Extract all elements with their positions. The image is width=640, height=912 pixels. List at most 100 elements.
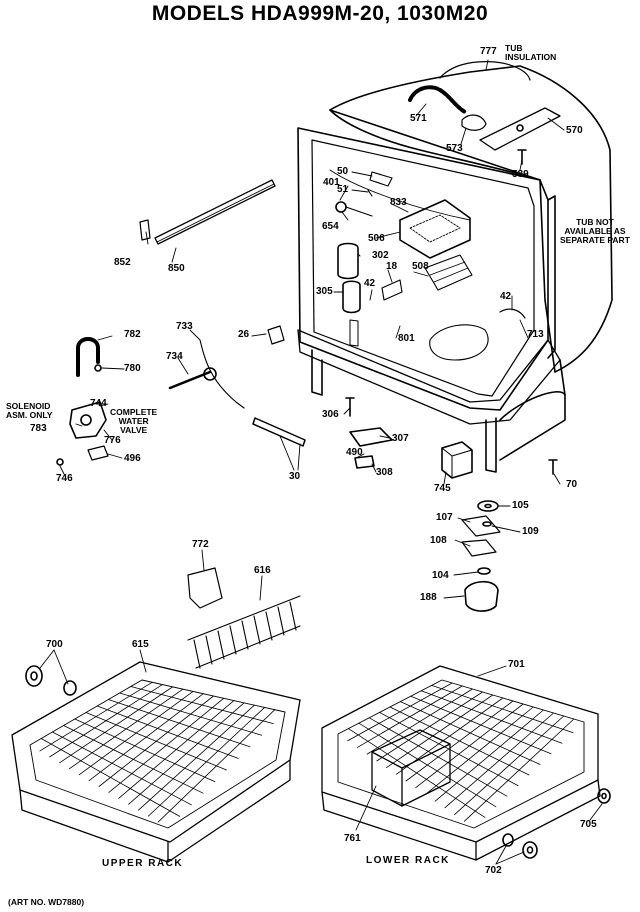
part-label-705: 705 bbox=[580, 819, 597, 830]
part-label-51: 51 bbox=[337, 184, 349, 195]
rack-wire bbox=[454, 715, 565, 815]
gasket-strip bbox=[154, 179, 276, 245]
rack-wire bbox=[49, 684, 163, 758]
part-label-302: 302 bbox=[372, 250, 389, 261]
rack-wire bbox=[347, 682, 453, 742]
caption-upper-rack: UPPER RACK bbox=[102, 858, 184, 869]
part-label-490: 490 bbox=[346, 447, 363, 458]
left-parts bbox=[56, 325, 306, 466]
part-label-701: 701 bbox=[508, 659, 525, 670]
rack-wire bbox=[357, 685, 463, 748]
upper-rack-wires bbox=[39, 681, 276, 823]
part-label-589: 589 bbox=[512, 169, 529, 180]
clip-852 bbox=[139, 219, 151, 241]
rollers-700 bbox=[25, 665, 77, 696]
note-tub-insulation: TUB INSULATION bbox=[505, 44, 556, 62]
caption-lower-rack: LOWER RACK bbox=[366, 855, 450, 866]
part-label-702: 702 bbox=[485, 865, 502, 876]
part-label-761: 761 bbox=[344, 833, 361, 844]
part-label-496: 496 bbox=[124, 453, 141, 464]
part-label-26: 26 bbox=[238, 329, 250, 340]
note-line: SOLENOID bbox=[6, 401, 51, 411]
part-label-616: 616 bbox=[254, 565, 271, 576]
part-label-188: 188 bbox=[420, 592, 437, 603]
part-label-654: 654 bbox=[322, 221, 339, 232]
part-label-50: 50 bbox=[337, 166, 349, 177]
part-label-573: 573 bbox=[446, 143, 463, 154]
part-label-783: 783 bbox=[30, 423, 47, 434]
part-label-308: 308 bbox=[376, 467, 393, 478]
part-label-104: 104 bbox=[432, 570, 449, 581]
part-label-506: 506 bbox=[368, 233, 385, 244]
note-line: INSULATION bbox=[505, 52, 557, 62]
part-label-777: 777 bbox=[480, 46, 497, 57]
wheels bbox=[502, 788, 611, 859]
rack-wire bbox=[157, 709, 276, 823]
note-tub-not-available: TUB NOT AVAILABLE AS SEPARATE PART bbox=[560, 218, 630, 245]
part-label-700: 700 bbox=[46, 639, 63, 650]
part-label-615: 615 bbox=[132, 639, 149, 650]
part-label-801: 801 bbox=[398, 333, 415, 344]
rack-wire bbox=[463, 718, 575, 822]
part-label-772: 772 bbox=[192, 539, 209, 550]
rack-wire bbox=[405, 700, 514, 782]
comb-616 bbox=[187, 595, 301, 669]
part-label-306: 306 bbox=[322, 409, 339, 420]
part-label-109: 109 bbox=[522, 526, 539, 537]
rack-wire bbox=[108, 697, 225, 793]
rack-wire bbox=[118, 700, 235, 799]
leader-lines bbox=[39, 59, 603, 865]
note-line: AVAILABLE AS bbox=[564, 226, 626, 236]
part-label-508: 508 bbox=[412, 261, 429, 272]
rack-wire bbox=[59, 686, 174, 764]
upper-rack bbox=[11, 661, 301, 863]
part-label-782: 782 bbox=[124, 329, 141, 340]
note-line: COMPLETE bbox=[110, 407, 158, 417]
rack-wire bbox=[39, 681, 153, 752]
part-label-70: 70 bbox=[566, 479, 578, 490]
rack-wire bbox=[78, 691, 194, 776]
part-label-833: 833 bbox=[390, 197, 407, 208]
part-label-18: 18 bbox=[386, 261, 398, 272]
part-label-107: 107 bbox=[436, 512, 453, 523]
part-label-780: 780 bbox=[124, 363, 141, 374]
part-label-307: 307 bbox=[392, 433, 409, 444]
note-solenoid-assembly: SOLENOID ASM. ONLY bbox=[6, 402, 52, 420]
rack-wire bbox=[434, 709, 544, 802]
rack-wire bbox=[138, 704, 255, 811]
part-label-850: 850 bbox=[168, 263, 185, 274]
note-line: WATER bbox=[118, 416, 149, 426]
part-label-733: 733 bbox=[176, 321, 193, 332]
part-label-745: 745 bbox=[434, 483, 451, 494]
part-label-30: 30 bbox=[289, 471, 301, 482]
part-label-305: 305 bbox=[316, 286, 333, 297]
hardware-stack bbox=[461, 500, 501, 612]
rack-wire bbox=[147, 707, 265, 817]
part-label-105: 105 bbox=[512, 500, 529, 511]
part-label-42: 42 bbox=[364, 278, 376, 289]
part-label-746: 746 bbox=[56, 473, 73, 484]
rack-wire bbox=[98, 695, 214, 787]
part-label-570: 570 bbox=[566, 125, 583, 136]
rack-wire bbox=[69, 688, 184, 770]
note-line: SEPARATE PART bbox=[560, 235, 630, 245]
rack-wire bbox=[386, 694, 494, 768]
rack-wire bbox=[395, 697, 504, 775]
part-label-744: 744 bbox=[90, 398, 107, 409]
page-title: MODELS HDA999M-20, 1030M20 bbox=[151, 2, 489, 25]
part-label-776: 776 bbox=[104, 435, 121, 446]
rack-wire bbox=[376, 691, 483, 762]
note-line: VALVE bbox=[120, 425, 148, 435]
art-number: (ART NO. WD7880) bbox=[8, 897, 85, 907]
note-complete-water-valve: COMPLETE WATER VALVE bbox=[110, 408, 157, 435]
rack-wire bbox=[88, 693, 204, 781]
note-line: TUB bbox=[505, 43, 523, 53]
rack-wire bbox=[444, 712, 554, 809]
note-line: ASM. ONLY bbox=[6, 410, 53, 420]
rack-wire bbox=[128, 702, 245, 805]
note-line: TUB NOT bbox=[576, 217, 614, 227]
part-label-108: 108 bbox=[430, 535, 447, 546]
part-label-734: 734 bbox=[166, 351, 183, 362]
rack-wire bbox=[425, 706, 534, 795]
